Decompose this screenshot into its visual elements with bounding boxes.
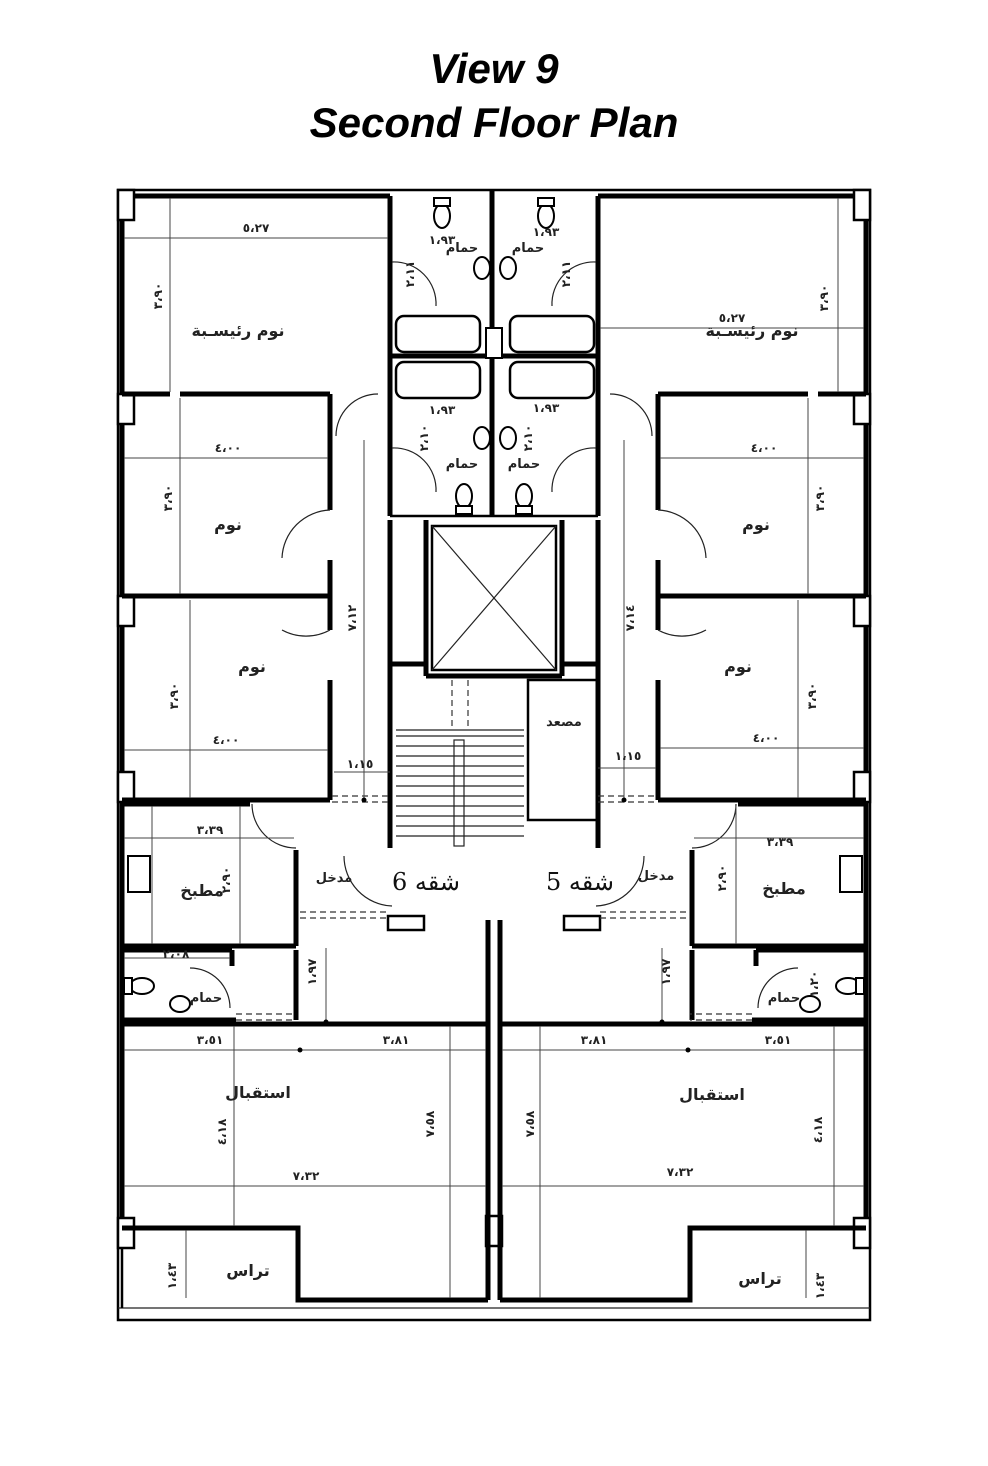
dim-label: ٧،٣٢ bbox=[667, 1165, 694, 1179]
dim-label: ٤،١٨ bbox=[215, 1118, 229, 1145]
bathroom-label-1: حمام bbox=[446, 241, 479, 256]
bathroom-label-2: حمام bbox=[512, 241, 545, 256]
dim-label: ٥،٢٧ bbox=[719, 311, 746, 325]
dim-label: ٣،٣٩ bbox=[767, 835, 794, 849]
dim-label: ٧،٥٨ bbox=[423, 1110, 437, 1137]
dim-label: ١،٩٣ bbox=[533, 225, 560, 239]
dim-label: ٣،٣٩ bbox=[197, 823, 224, 837]
bedroom-label-left-1: نوم bbox=[214, 515, 242, 534]
dimension-lines bbox=[124, 198, 864, 1298]
dim-label: ٧،١٤ bbox=[623, 605, 637, 632]
bathroom-label-3: حمام bbox=[446, 457, 479, 472]
door-swings bbox=[189, 261, 799, 1009]
dim-label: ٢،٩٠ bbox=[715, 865, 729, 892]
left-apartment-walls bbox=[120, 196, 491, 1308]
master-bedroom-label-left: نوم رئيسـبة bbox=[191, 321, 284, 340]
dimension-ticks bbox=[297, 797, 691, 1053]
dim-label: ٣،٨١ bbox=[581, 1033, 608, 1047]
kitchen-label-right: مطبخ bbox=[762, 879, 806, 898]
dim-label: ٢،٠٨ bbox=[163, 947, 190, 961]
apartment-5-label: شقه 5 bbox=[546, 868, 614, 896]
stair-core bbox=[387, 520, 601, 848]
bedroom-label-right-2: نوم bbox=[724, 657, 752, 676]
dim-label: ٤،١٨ bbox=[811, 1116, 825, 1143]
reception-label-left: استقبال bbox=[225, 1083, 291, 1102]
reception-label-right: استقبال bbox=[679, 1085, 745, 1104]
dim-label: ٧،٥٨ bbox=[523, 1110, 537, 1137]
dim-label: ٤،٠٠ bbox=[215, 441, 242, 455]
dim-label: ٣،٩٠ bbox=[805, 683, 819, 710]
kitchen-label-left: مطبخ bbox=[180, 881, 224, 900]
wc-label-left: حمام bbox=[190, 991, 223, 1006]
dim-label: ٢،١٠ bbox=[521, 425, 535, 452]
wc-label-right: حمام bbox=[768, 991, 801, 1006]
dim-label: ٢،١١ bbox=[403, 261, 417, 288]
bedroom-label-left-2: نوم bbox=[238, 657, 266, 676]
dim-label: ٣،٥١ bbox=[765, 1033, 792, 1047]
dim-label: ٧،١٢ bbox=[345, 604, 359, 631]
columns bbox=[116, 188, 872, 1250]
dim-label: ١،٩٣ bbox=[429, 403, 456, 417]
dim-label: ٣،٩٠ bbox=[167, 683, 181, 710]
dim-label: ٣،٩٠ bbox=[161, 485, 175, 512]
openings bbox=[236, 795, 752, 1021]
dim-label: ١،٩٧ bbox=[305, 958, 319, 985]
right-apartment-walls bbox=[497, 196, 866, 1303]
plan-view-number: View 9 bbox=[429, 45, 559, 92]
bathroom-core-walls bbox=[387, 190, 601, 518]
apartment-6-label: شقه 6 bbox=[392, 868, 460, 896]
terrace-label-left: تراس bbox=[226, 1261, 270, 1280]
dim-label: ٣،٥١ bbox=[197, 1033, 224, 1047]
dim-label: ٢،٩٠ bbox=[219, 867, 233, 894]
bathroom-label-4: حمام bbox=[508, 457, 541, 472]
elevator-label: مصعد bbox=[546, 715, 582, 730]
dim-label: ١،٩٣ bbox=[533, 401, 560, 415]
dim-label: ٣،٩٠ bbox=[817, 285, 831, 312]
dim-label: ١،١٥ bbox=[347, 757, 374, 771]
sanitary-fixtures bbox=[123, 197, 865, 1013]
terrace-label-right: تراس bbox=[738, 1269, 782, 1288]
dim-label: ١،٩٧ bbox=[659, 958, 673, 985]
entrance-label-left: مدخل bbox=[316, 871, 353, 886]
dim-label: ١،٤٣ bbox=[813, 1272, 827, 1299]
bedroom-label-right-1: نوم bbox=[742, 515, 770, 534]
dim-label: ٣،٩٠ bbox=[151, 283, 165, 310]
plan-title: Second Floor Plan bbox=[309, 99, 679, 146]
dim-label: ١،٤٣ bbox=[165, 1262, 179, 1289]
dim-label: ١،٢٠ bbox=[807, 971, 821, 998]
dim-label: ٥،٢٧ bbox=[243, 221, 270, 235]
dim-label: ٧،٣٢ bbox=[293, 1169, 320, 1183]
dim-label: ٣،٩٠ bbox=[813, 485, 827, 512]
dim-label: ٢،١١ bbox=[559, 261, 573, 288]
master-bedroom-label-right: نوم رئيسـبة bbox=[705, 321, 798, 340]
dim-label: ١،٩٣ bbox=[429, 233, 456, 247]
dim-label: ٣،٨١ bbox=[383, 1033, 410, 1047]
entrance-label-right: مدخل bbox=[638, 869, 675, 884]
dim-label: ٤،٠٠ bbox=[213, 733, 240, 747]
dim-label: ٢،١٠ bbox=[417, 425, 431, 452]
exterior-walls bbox=[119, 193, 869, 1248]
dim-label: ٤،٠٠ bbox=[753, 731, 780, 745]
dim-label: ٤،٠٠ bbox=[751, 441, 778, 455]
dim-label: ١،١٥ bbox=[615, 749, 642, 763]
